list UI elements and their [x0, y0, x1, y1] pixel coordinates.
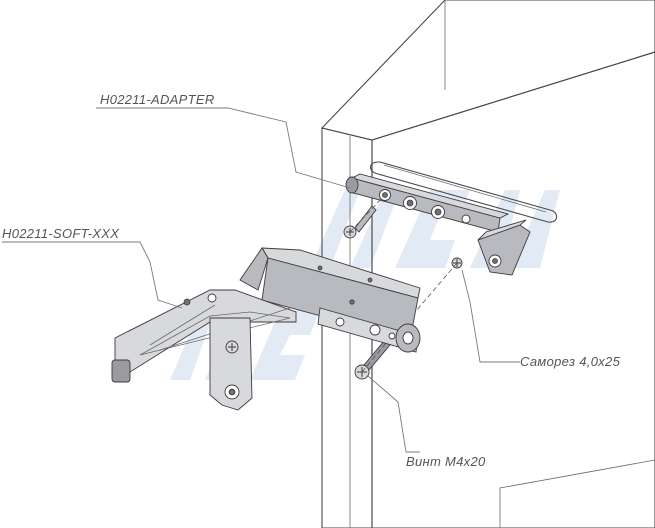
label-soft: H02211-SOFT-XXX: [2, 226, 120, 241]
hinge-mechanism: [111, 247, 421, 411]
leader-lines: [2, 107, 520, 453]
adapter-part: [345, 173, 531, 276]
label-bolt: Винт M4x20: [406, 454, 486, 469]
label-adapter: H02211-ADAPTER: [100, 92, 215, 107]
cabinet: [320, 0, 655, 528]
label-screw: Саморез 4,0x25: [520, 354, 621, 369]
